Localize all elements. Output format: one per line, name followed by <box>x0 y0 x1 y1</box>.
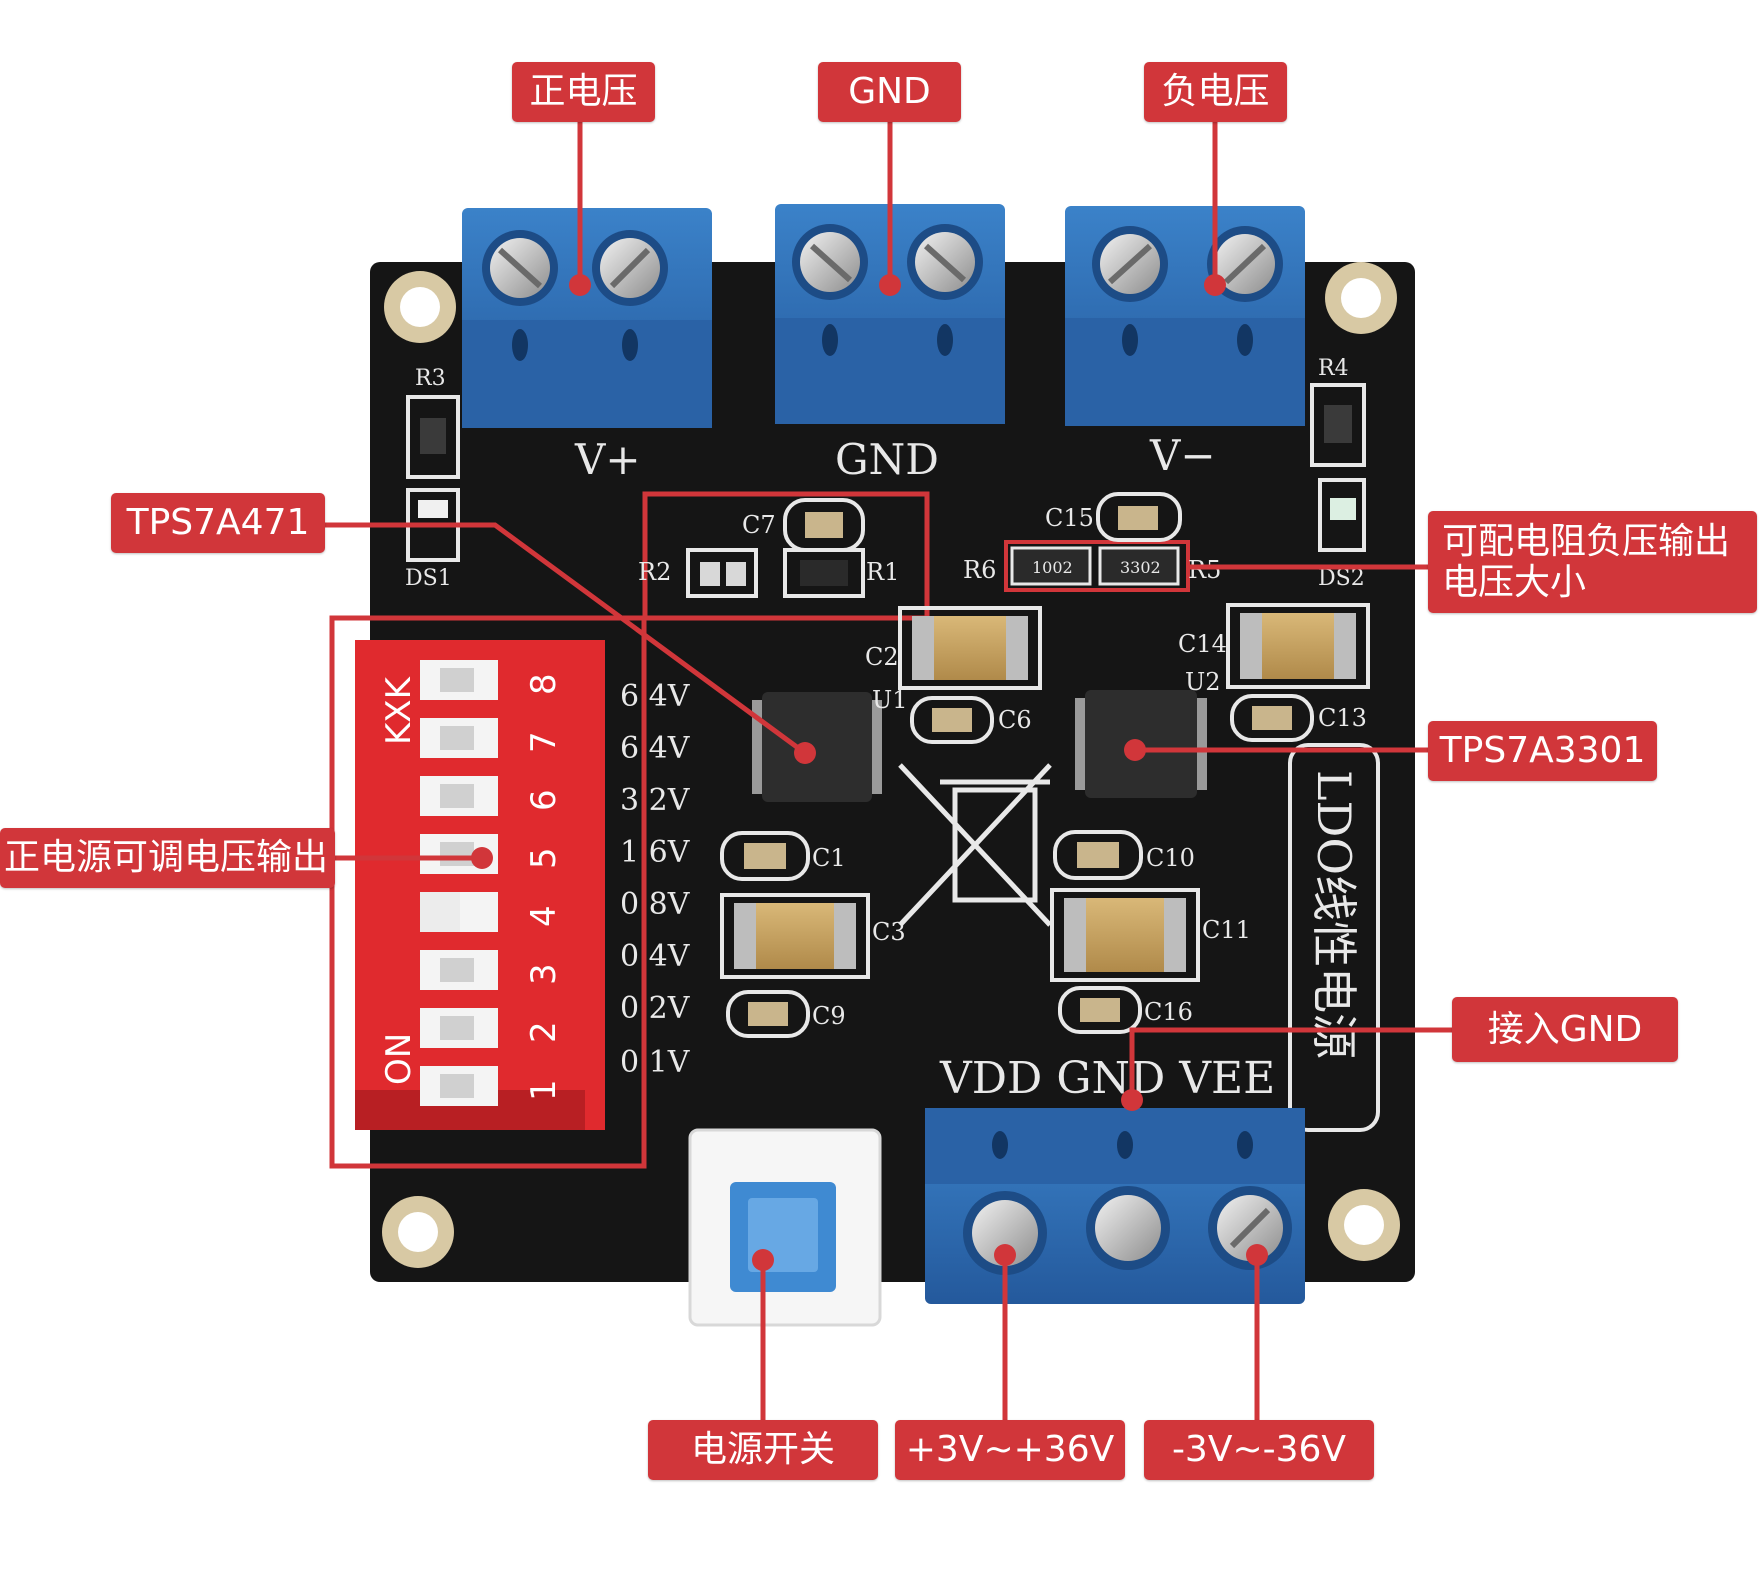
silk-r6-code: 1002 <box>1032 558 1073 577</box>
silk-c1: C1 <box>812 844 846 872</box>
silk-c11: C11 <box>1202 916 1251 944</box>
callout-gnd-top: GND <box>818 62 961 122</box>
silk-r3: R3 <box>415 366 446 391</box>
silk-c9: C9 <box>812 1002 846 1030</box>
leader-lines <box>325 122 1452 1420</box>
callout-positive-adjust: 正电源可调电压输出 <box>0 828 335 888</box>
silk-r5: R5 <box>1188 556 1221 584</box>
dip-voltage-5: 1.6V <box>620 835 691 870</box>
silk-gnd: GND <box>835 435 939 484</box>
terminal-block-bottom <box>925 1108 1305 1304</box>
callout-tps7a3301: TPS7A3301 <box>1428 721 1657 781</box>
silk-c16: C16 <box>1144 998 1193 1026</box>
silk-c13: C13 <box>1318 704 1367 732</box>
dip-num-7: 7 <box>524 731 564 753</box>
silk-ldo-label: LDO线性电源 <box>1307 770 1361 1059</box>
dip-voltage-8: 6.4V <box>620 679 691 714</box>
callout-negative-voltage: 负电压 <box>1144 62 1287 122</box>
callout-negative-resistor-line1: 可配电阻负压输出 <box>1442 520 1731 562</box>
dip-num-4: 4 <box>524 905 564 927</box>
callout-neg-range: -3V~-36V <box>1144 1420 1374 1480</box>
dip-voltage-7: 6.4V <box>620 731 691 766</box>
callout-power-switch: 电源开关 <box>648 1420 878 1480</box>
silk-c2: C2 <box>865 643 899 671</box>
silk-c15: C15 <box>1045 504 1094 532</box>
dip-num-2: 2 <box>524 1021 564 1043</box>
leader-dots <box>471 274 1268 1271</box>
callout-positive-voltage: 正电压 <box>512 62 655 122</box>
dip-on-label: ON <box>379 1033 419 1085</box>
silk-vminus: V− <box>1149 431 1216 480</box>
callout-pos-range: +3V~+36V <box>895 1420 1125 1480</box>
callout-negative-resistor: 可配电阻负压输出 电压大小 <box>1428 511 1757 613</box>
dip-voltage-3: 0.4V <box>620 939 691 974</box>
silk-c6: C6 <box>998 706 1032 734</box>
callout-connect-gnd: 接入GND <box>1452 997 1678 1062</box>
dip-num-3: 3 <box>524 963 564 985</box>
terminal-block-vplus <box>462 208 712 428</box>
silk-r2: R2 <box>638 558 671 586</box>
terminal-block-gnd <box>775 204 1005 424</box>
dip-voltage-6: 3.2V <box>620 783 691 818</box>
silk-u1: U1 <box>872 686 908 714</box>
silk-c10: C10 <box>1146 844 1195 872</box>
weee-bin-icon <box>898 763 1052 927</box>
power-switch-body <box>688 1128 882 1327</box>
dip-brand: KXK <box>379 675 419 745</box>
silk-c3: C3 <box>872 918 906 946</box>
dip-num-8: 8 <box>524 673 564 695</box>
silk-r5-code: 3302 <box>1120 558 1161 577</box>
dip-voltage-1: 0.1V <box>620 1045 691 1080</box>
dip-num-6: 6 <box>524 789 564 811</box>
dip-num-1: 1 <box>524 1079 564 1101</box>
silk-r1: R1 <box>866 558 899 586</box>
silk-c14: C14 <box>1178 630 1227 658</box>
silk-vplus: V+ <box>574 435 641 484</box>
mounting-holes <box>382 262 1400 1268</box>
terminal-block-vminus <box>1065 206 1305 426</box>
silk-ds2: DS2 <box>1318 566 1365 591</box>
chip-u1 <box>752 692 882 802</box>
dip-switch: KXK ON 8 7 6 5 4 3 2 1 <box>355 640 605 1130</box>
dip-voltage-4: 0.8V <box>620 887 691 922</box>
callout-tps7a471: TPS7A471 <box>111 493 325 553</box>
dip-highlight-box <box>329 615 647 1169</box>
silk-ds1: DS1 <box>405 566 452 591</box>
silk-bottom-terminal: VDD GND VEE <box>939 1053 1275 1104</box>
silk-r6: R6 <box>963 556 996 584</box>
dip-num-5: 5 <box>524 847 564 869</box>
dip-voltage-2: 0.2V <box>620 991 691 1026</box>
silk-r4: R4 <box>1318 356 1349 381</box>
callout-negative-resistor-line2: 电压大小 <box>1442 562 1587 603</box>
silk-c7: C7 <box>742 511 776 539</box>
r1-r2-highlight-box <box>642 491 930 621</box>
